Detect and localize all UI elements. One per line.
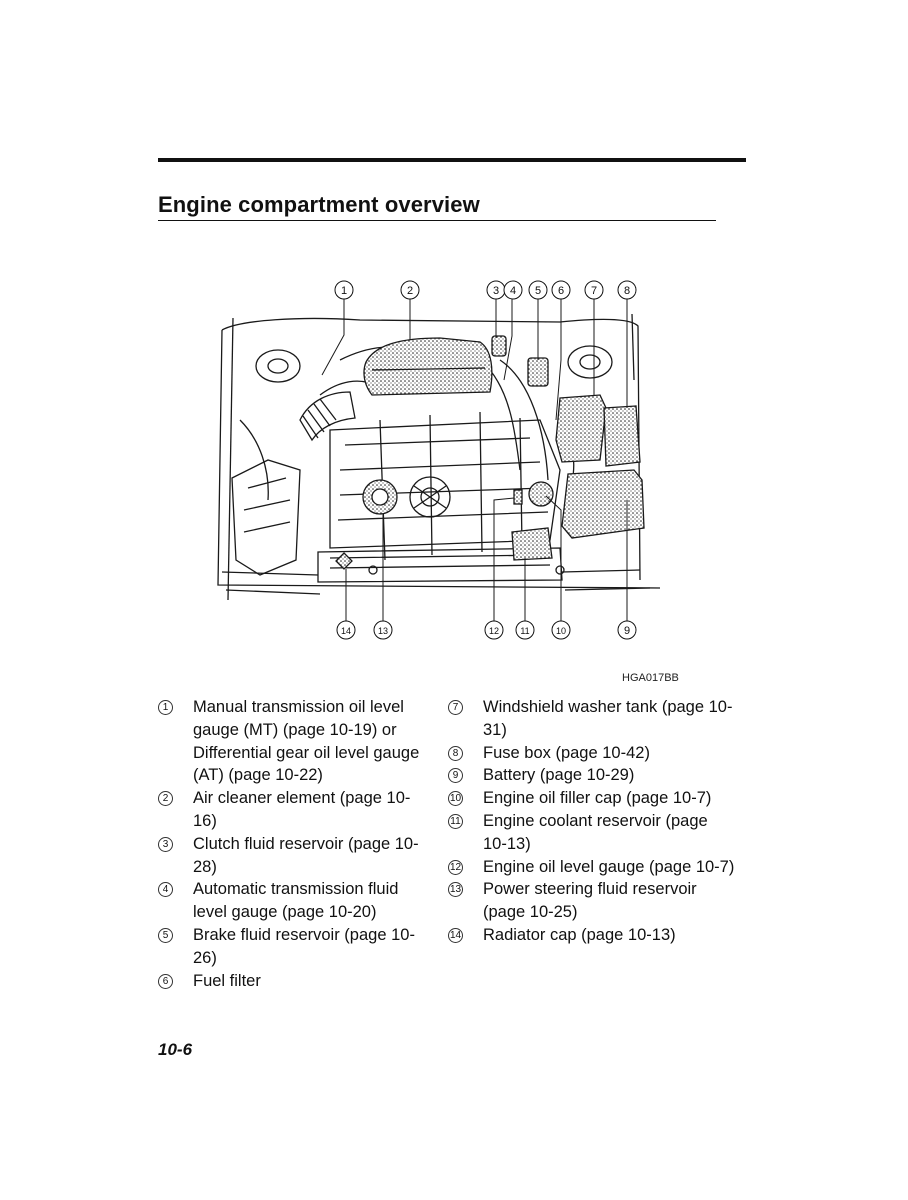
svg-text:10: 10 [556, 626, 566, 636]
callout-14: 14 [336, 620, 356, 640]
legend-number: 1 [158, 700, 173, 715]
legend-text: Radiator cap (page 10-13) [483, 925, 676, 944]
legend-number: 9 [448, 768, 463, 784]
legend-item-1: 1 Manual transmission oil level gauge (MT… [156, 696, 426, 787]
svg-text:11: 11 [520, 626, 529, 636]
callout-13: 13 [373, 620, 393, 640]
legend-number: 14 [448, 927, 463, 943]
legend-number: 11 [448, 813, 463, 829]
legend-right-column: 7 Windshield washer tank (page 10-31) 8 Fu… [446, 696, 736, 947]
legend-text: Brake fluid reservoir (page 10-26) [193, 925, 415, 967]
legend-number: 8 [448, 745, 463, 761]
legend-item-5: 5 Brake fluid reservoir (page 10-26) [156, 924, 426, 970]
svg-text:14: 14 [341, 626, 351, 636]
svg-text:13: 13 [378, 626, 388, 636]
callout-10: 10 [551, 620, 571, 640]
legend-item-10: 10 Engine oil filler cap (page 10-7) [446, 787, 736, 810]
svg-text:2: 2 [407, 285, 413, 297]
legend-number: 13 [448, 882, 463, 898]
svg-text:7: 7 [591, 285, 597, 297]
legend-number: 4 [158, 882, 173, 898]
legend-text: Engine coolant reservoir (page 10-13) [483, 811, 708, 853]
page-number: 10-6 [158, 1040, 193, 1059]
legend-item-12: 12 Engine oil level gauge (page 10-7) [446, 856, 736, 879]
legend-left-column: 1 Manual transmission oil level gauge (MT… [156, 696, 426, 992]
callout-5: 5 [528, 280, 548, 300]
legend-text: Air cleaner element (page 10-16) [193, 789, 411, 830]
svg-text:8: 8 [624, 285, 630, 297]
legend-text: Automatic transmission fluid level gauge… [193, 880, 399, 922]
legend-text: Battery (page 10-29) [483, 766, 635, 785]
figure-code: HGA017BB [622, 672, 679, 684]
legend-number: 10 [448, 791, 463, 807]
legend-item-4: 4 Automatic transmission fluid level gaug… [156, 878, 426, 924]
callout-12: 12 [484, 620, 504, 640]
legend-text: Fuse box (page 10-42) [483, 743, 650, 762]
svg-text:6: 6 [558, 285, 564, 297]
svg-text:1: 1 [341, 285, 347, 297]
legend-item-7: 7 Windshield washer tank (page 10-31) [446, 696, 736, 742]
legend-text: Engine oil level gauge (page 10-7) [483, 857, 735, 876]
callout-6: 6 [551, 280, 571, 300]
legend-number: 3 [158, 836, 173, 852]
legend-number: 7 [448, 700, 463, 715]
callout-11: 11 [515, 620, 535, 640]
svg-text:3: 3 [493, 285, 499, 297]
legend-text: Fuel filter [193, 971, 261, 990]
legend-item-8: 8 Fuse box (page 10-42) [446, 742, 736, 765]
legend-item-14: 14 Radiator cap (page 10-13) [446, 924, 736, 947]
engine-compartment-illustration: 1 2 3 4 5 6 7 8 14 13 12 11 10 9 [0, 270, 908, 650]
svg-text:12: 12 [489, 626, 499, 636]
legend-number: 5 [158, 927, 173, 943]
legend-text: Clutch fluid reservoir (page 10-28) [193, 834, 419, 876]
callout-2: 2 [400, 280, 420, 300]
legend-text: Power steering fluid reservoir (page 10-… [483, 880, 697, 922]
legend-item-6: 6 Fuel filter [156, 970, 426, 993]
legend-number: 6 [158, 973, 173, 989]
callout-1: 1 [334, 280, 354, 300]
callout-7: 7 [584, 280, 604, 300]
svg-text:9: 9 [624, 625, 630, 637]
legend-number: 2 [158, 791, 173, 807]
svg-text:4: 4 [510, 285, 516, 297]
callout-9: 9 [617, 620, 637, 640]
legend-text: Engine oil filler cap (page 10-7) [483, 789, 712, 808]
page-title: Engine compartment overview [158, 192, 480, 217]
callout-3: 3 [486, 280, 506, 300]
legend-item-11: 11 Engine coolant reservoir (page 10-13) [446, 810, 736, 856]
legend-number: 12 [448, 859, 463, 875]
header-rule [158, 158, 746, 162]
callout-8: 8 [617, 280, 637, 300]
legend-text: Manual transmission oil level gauge (MT)… [193, 698, 420, 785]
svg-text:5: 5 [535, 285, 541, 297]
title-underline [158, 220, 716, 221]
callout-4: 4 [503, 280, 523, 300]
legend-item-9: 9 Battery (page 10-29) [446, 764, 736, 787]
legend-item-2: 2 Air cleaner element (page 10-16) [156, 787, 426, 833]
legend-item-13: 13 Power steering fluid reservoir (page 1… [446, 878, 736, 924]
legend-item-3: 3 Clutch fluid reservoir (page 10-28) [156, 833, 426, 879]
legend-text: Windshield washer tank (page 10-31) [483, 698, 733, 739]
